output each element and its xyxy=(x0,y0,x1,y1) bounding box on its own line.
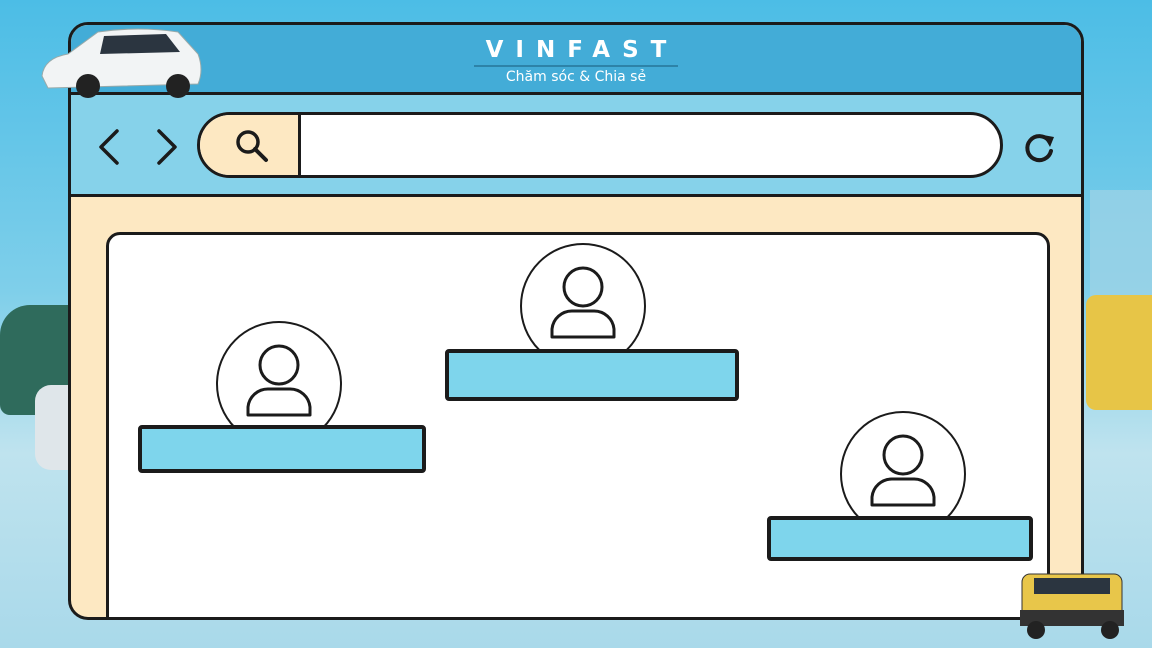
brand-title: VINFAST xyxy=(473,37,679,67)
back-arrow-icon[interactable] xyxy=(95,127,123,167)
profile-bar-2 xyxy=(445,349,739,401)
forward-arrow-icon[interactable] xyxy=(153,127,181,167)
title-bar: VINFAST Chăm sóc & Chia sẻ xyxy=(71,25,1081,95)
yellow-car-image xyxy=(1020,573,1124,639)
yellow-car-image-right xyxy=(1086,295,1152,410)
avatar-2 xyxy=(520,243,646,369)
brand-subtitle: Chăm sóc & Chia sẻ xyxy=(505,69,647,85)
user-icon xyxy=(550,266,616,339)
search-bar[interactable] xyxy=(197,112,1003,178)
profile-bar-1 xyxy=(138,425,426,473)
user-icon xyxy=(246,344,312,417)
white-car-image xyxy=(35,385,70,470)
profile-bar-3 xyxy=(767,516,1033,561)
refresh-icon[interactable] xyxy=(1023,131,1057,165)
user-icon xyxy=(870,434,936,507)
browser-window: VINFAST Chăm sóc & Chia sẻ xyxy=(68,22,1084,620)
toolbar xyxy=(71,95,1081,197)
content-panel xyxy=(106,232,1050,617)
search-icon xyxy=(236,130,268,162)
search-button[interactable] xyxy=(200,115,301,175)
white-suv-image xyxy=(41,28,202,98)
